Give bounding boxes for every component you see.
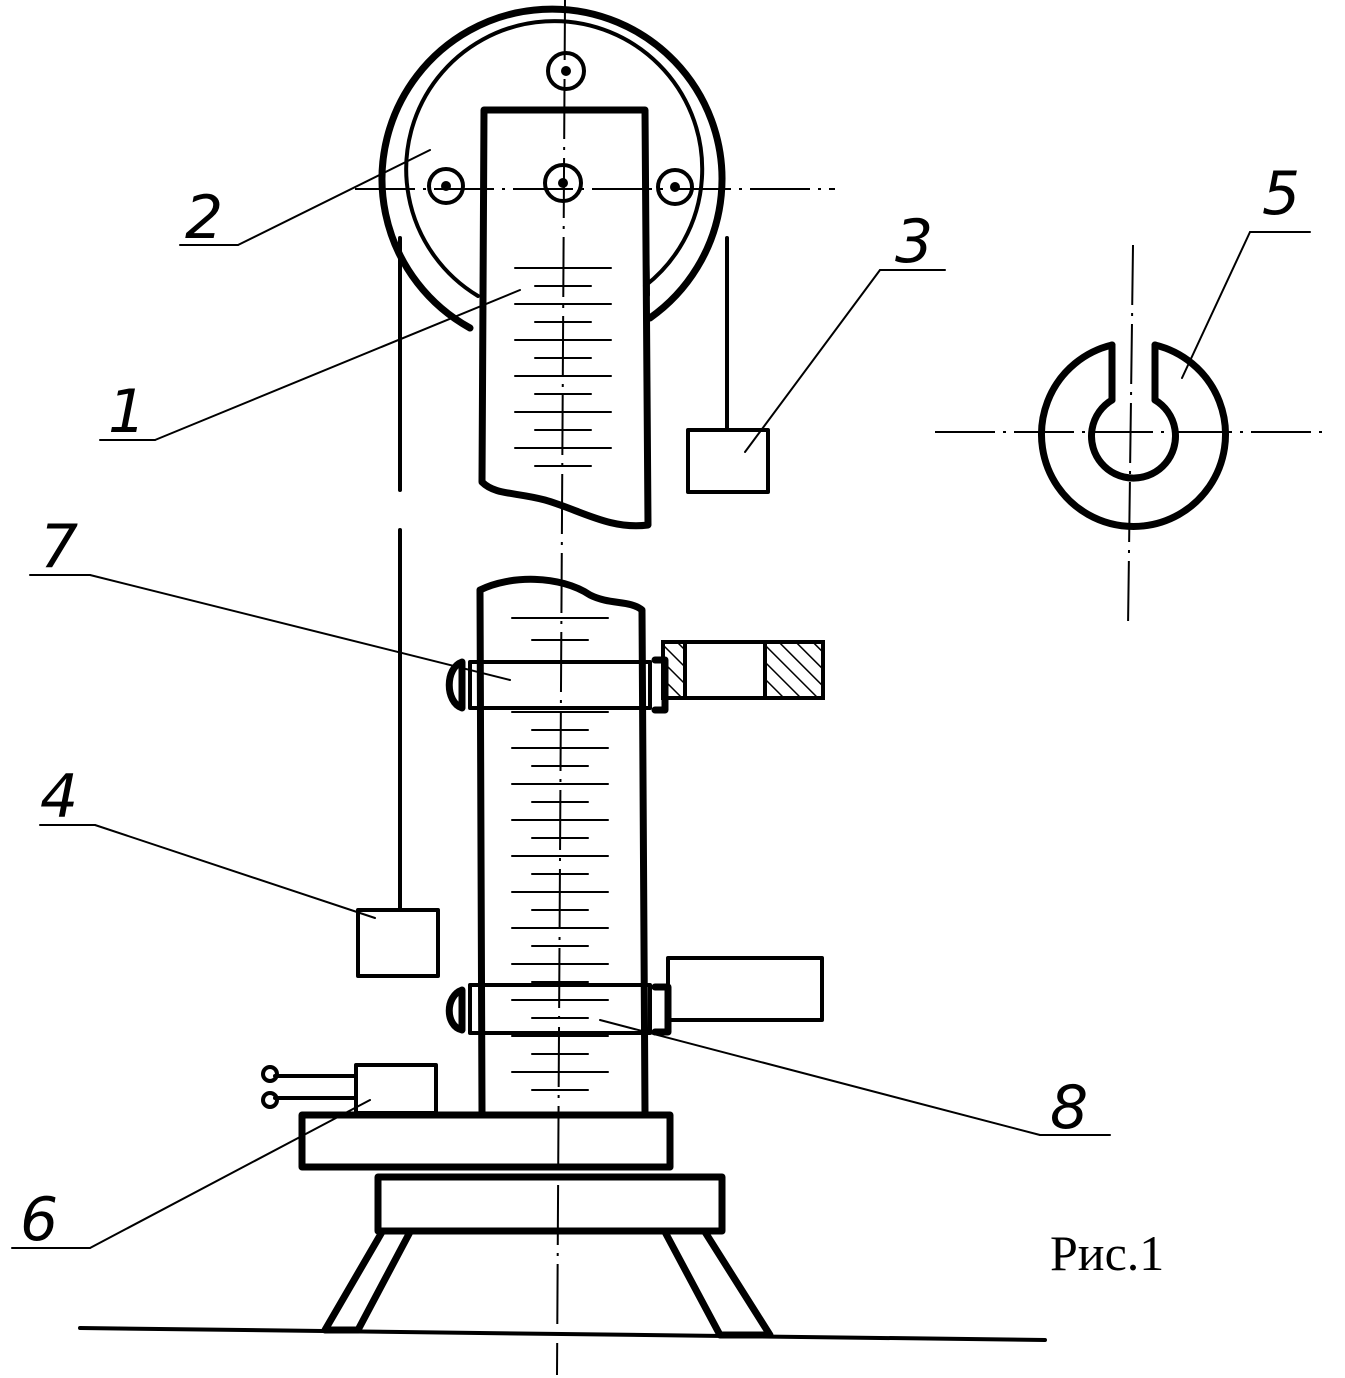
- upper-scale-tube: [478, 106, 652, 530]
- callout-2: 2: [185, 183, 223, 253]
- callout-5: 5: [1262, 159, 1300, 229]
- clamp-8: [445, 956, 824, 1036]
- upper-scale-ticks: [514, 267, 612, 467]
- lower-scale-tube: [476, 575, 649, 1116]
- callout-1: 1: [108, 377, 146, 447]
- callout-3: 3: [895, 207, 933, 277]
- weight-4: [356, 908, 440, 978]
- lower-scale-ticks: [511, 617, 609, 1091]
- callout-6: 6: [20, 1185, 58, 1255]
- figure-caption: Рис.1: [1050, 1225, 1164, 1281]
- clamp-7: [445, 640, 825, 714]
- callout-8: 8: [1050, 1073, 1088, 1143]
- weight-3: [686, 428, 770, 494]
- callout-4: 4: [40, 762, 78, 832]
- sensor-6: [261, 1063, 438, 1115]
- callout-leaders: [11, 149, 1311, 1249]
- callout-labels: 2 1 3 5 7 4 8 6: [20, 159, 1300, 1255]
- callout-7: 7: [40, 512, 78, 582]
- center-axes: [355, 0, 1330, 1376]
- base-stand: [78, 1111, 1047, 1342]
- pulley-wheel: [378, 5, 726, 332]
- slotted-washer: [1038, 341, 1229, 530]
- pulley-strings: [398, 236, 729, 912]
